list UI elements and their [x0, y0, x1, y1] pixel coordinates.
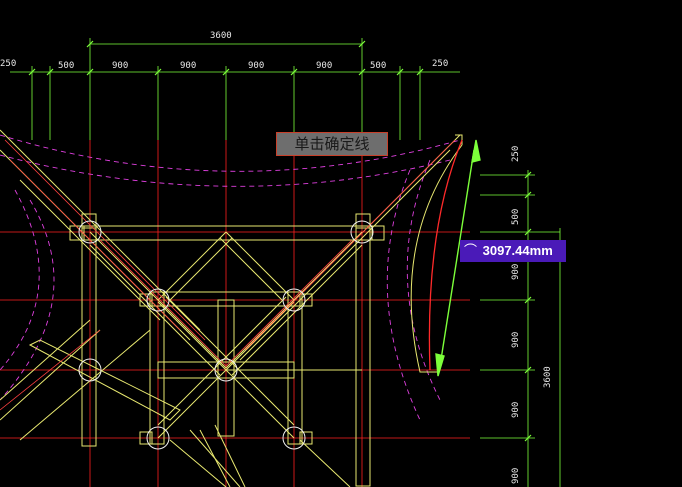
dim-right-3: 900	[511, 332, 521, 348]
axis-grid	[0, 140, 470, 487]
command-prompt-tooltip: 单击确定线	[276, 132, 388, 156]
dim-right-2: 900	[511, 264, 521, 280]
dim-top-0: 250	[0, 59, 16, 69]
dashed-boundary	[0, 134, 461, 421]
structure-frame	[0, 129, 461, 487]
dimension-ticks	[28, 40, 532, 442]
dim-top-1: 500	[58, 61, 74, 71]
dim-top-3: 900	[180, 61, 196, 71]
arc-icon: ⌒	[464, 243, 478, 258]
dim-top-7: 250	[432, 59, 448, 69]
dim-right-total: 3600	[543, 366, 553, 388]
dim-top-5: 900	[316, 61, 332, 71]
arc-length-tooltip: ⌒ 3097.44mm	[460, 240, 566, 262]
dim-top-6: 500	[370, 61, 386, 71]
edge-arc-shape	[410, 134, 463, 373]
dim-top-2: 900	[112, 61, 128, 71]
dim-right-1: 500	[511, 209, 521, 225]
top-dimension-lines	[10, 38, 561, 487]
dim-right-4: 900	[511, 402, 521, 418]
inner-structure	[0, 139, 456, 411]
measure-arrow	[435, 139, 481, 377]
prompt-text: 单击确定线	[294, 135, 370, 153]
dim-top-4: 900	[248, 61, 264, 71]
column-nodes	[78, 220, 374, 450]
dim-top-total: 3600	[210, 31, 232, 41]
dim-right-5: 900	[511, 468, 521, 484]
dimension-labels: 3600 250 500 900 900 900 900 500 250 250…	[0, 31, 553, 484]
dim-right-0: 250	[511, 146, 521, 162]
arc-length-value: 3097.44mm	[482, 243, 553, 258]
